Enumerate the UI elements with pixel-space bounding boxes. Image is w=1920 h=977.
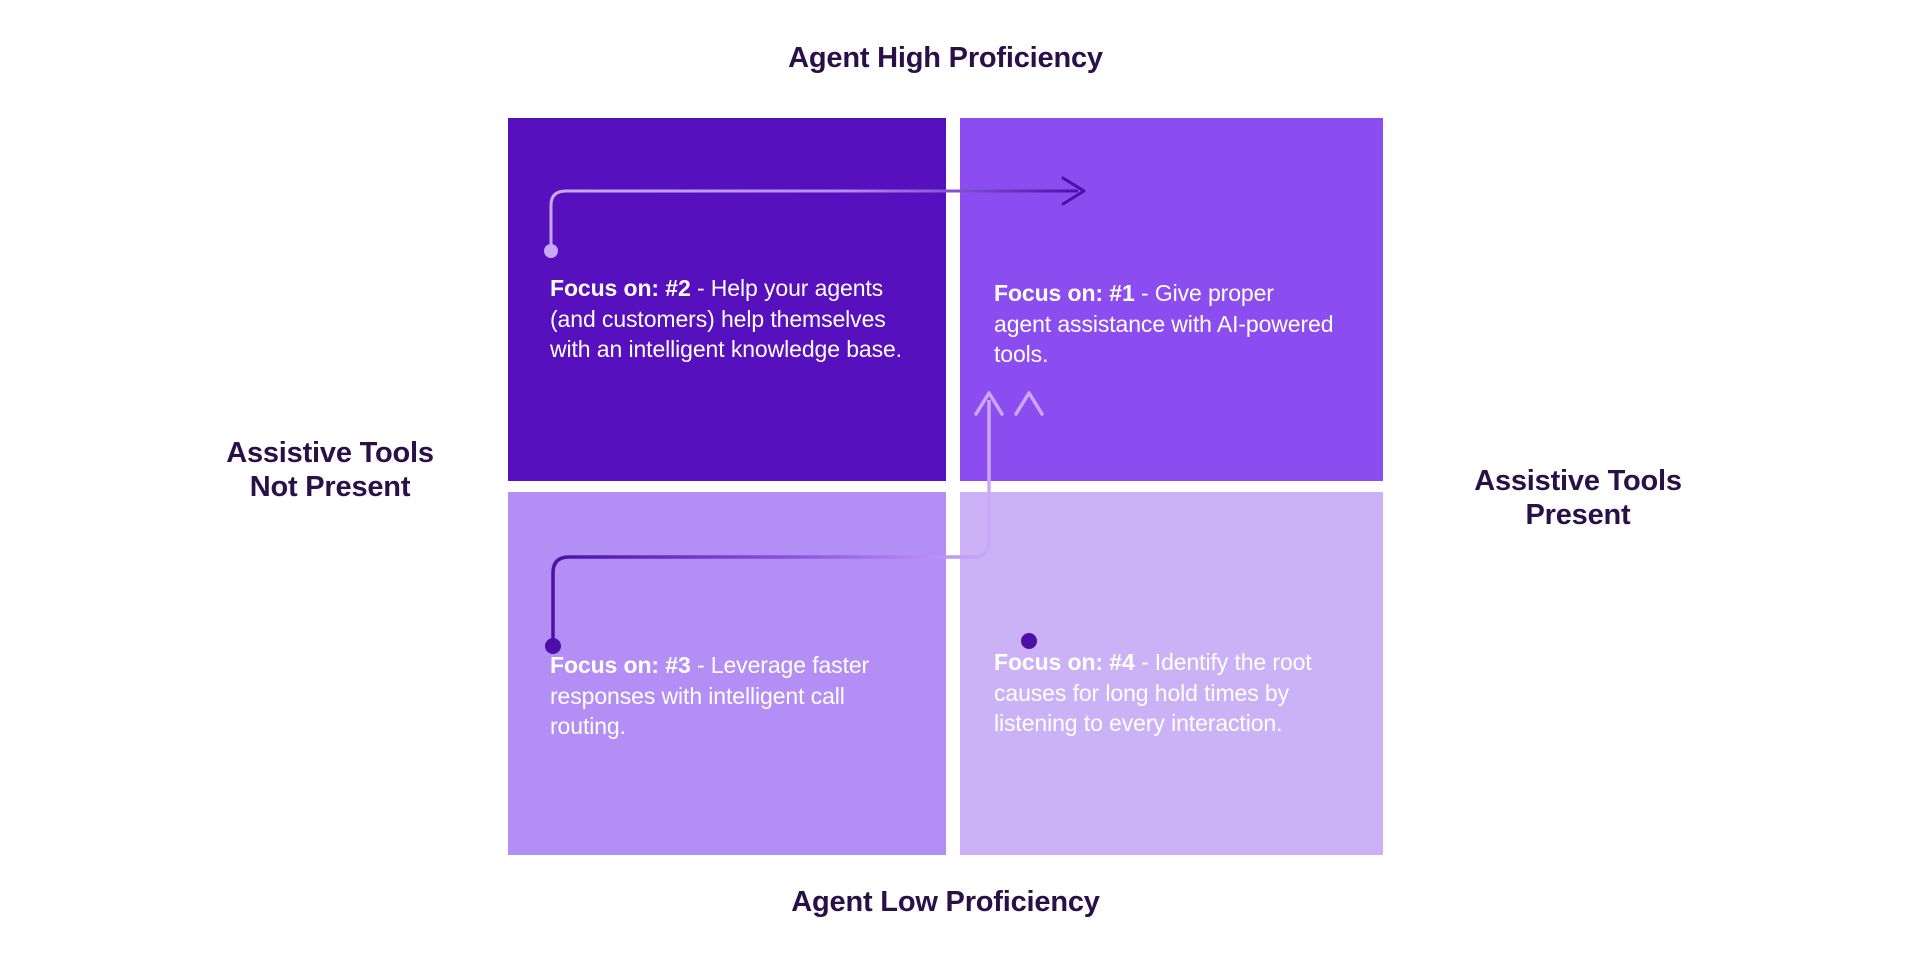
quadrant-top-left-lead: Focus on: #2 bbox=[550, 275, 691, 301]
quadrant-bottom-left-text: Focus on: #3 - Leverage faster responses… bbox=[550, 650, 890, 742]
quadrant-top-right-lead: Focus on: #1 bbox=[994, 280, 1135, 306]
quadrant-bottom-right[interactable]: Focus on: #4 - Identify the root causes … bbox=[960, 492, 1383, 855]
quadrant-top-left[interactable]: Focus on: #2 - Help your agents (and cus… bbox=[508, 118, 946, 481]
quadrant-bottom-right-body: - Identify the root causes for long hold… bbox=[994, 649, 1312, 737]
quadrant-top-left-text: Focus on: #2 - Help your agents (and cus… bbox=[550, 273, 922, 365]
axis-label-bottom: Agent Low Proficiency bbox=[791, 886, 1100, 918]
axis-label-right: Assistive Tools Present bbox=[1474, 465, 1682, 531]
quadrant-grid: Focus on: #2 - Help your agents (and cus… bbox=[508, 118, 1383, 855]
axis-label-left: Assistive Tools Not Present bbox=[226, 437, 434, 503]
axis-label-top: Agent High Proficiency bbox=[788, 42, 1103, 74]
quadrant-bottom-right-text: Focus on: #4 - Identify the root causes … bbox=[994, 647, 1314, 739]
quadrant-bottom-left-body: - Leverage faster responses with intelli… bbox=[550, 652, 870, 740]
quadrant-bottom-left[interactable]: Focus on: #3 - Leverage faster responses… bbox=[508, 492, 946, 855]
quadrant-top-left-body: - Help your agents (and customers) help … bbox=[550, 275, 902, 363]
quadrant-bottom-left-lead: Focus on: #3 bbox=[550, 652, 691, 678]
quadrant-top-right[interactable]: Focus on: #1 - Give proper agent assista… bbox=[960, 118, 1383, 481]
quadrant-bottom-right-lead: Focus on: #4 bbox=[994, 649, 1135, 675]
quadrant-top-right-body: - Give proper agent assistance with AI-p… bbox=[994, 280, 1334, 368]
quadrant-top-right-text: Focus on: #1 - Give proper agent assista… bbox=[994, 278, 1334, 370]
